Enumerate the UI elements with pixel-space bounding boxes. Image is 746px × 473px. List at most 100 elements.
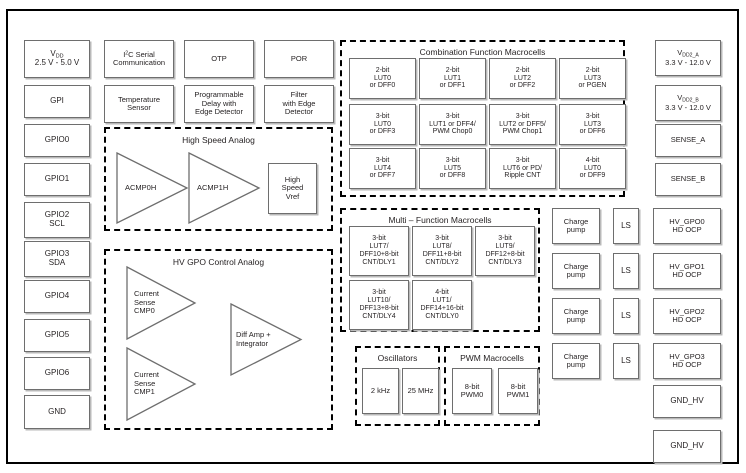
gpio5-block: GPIO5 [24, 319, 90, 352]
diff-amp-integrator-amplifier: Diff Amp + Integrator [230, 302, 303, 377]
charge-pump-3-line-1: Charge [563, 351, 589, 361]
cfm-2bit-lut0-line-1: 2-bit [375, 66, 390, 74]
hv-gpo3-line-1: HV_GPO3 [669, 351, 705, 361]
sense-b-block: SENSE_B [655, 163, 721, 196]
gpio3-line-1: GPIO3 [44, 249, 70, 259]
pwm0-line-1: 8-bit [464, 381, 480, 391]
osc-2khz-line-1: 2 kHz [370, 385, 391, 395]
charge-pump-0-line-1: Charge [563, 216, 589, 226]
cfm-3bit-lut0-line-1: 3-bit [375, 112, 390, 120]
hv-gpo0-line-1: HV_GPO0 [669, 216, 705, 226]
gpio3-line-2: SDA [48, 258, 66, 267]
pwm1-line-1: 8-bit [510, 381, 526, 391]
gpio2-line-1: GPIO2 [44, 210, 70, 220]
level-shifter-1-block: LS [613, 253, 639, 289]
vdd-line-1: VDD [50, 48, 64, 60]
vdd2b-line-2: 3.3 V - 12.0 V [665, 102, 711, 112]
otp-line-1: OTP [211, 53, 227, 63]
por-block: POR [264, 40, 334, 78]
current-sense-cmp1-comparator: Current Sense CMP1 [126, 346, 197, 422]
mfm-3bit-lut8-line-3: DFF11+8-bit [422, 251, 462, 258]
cfm-3bit-lut3-line-1: 3-bit [585, 112, 600, 120]
vref-line-1: High [284, 174, 301, 184]
cfm-2bit-lut1-line-3: or DFF1 [439, 82, 466, 90]
i2c-serial-communication-line-2: Communication [112, 58, 166, 67]
charge-pump-3-line-2: pump [566, 360, 586, 369]
diff-amp-line-2: Integrator [236, 338, 269, 348]
osc-25mhz-block: 25 MHz [402, 368, 439, 414]
cmp1-line-2: Sense [134, 378, 156, 388]
vdd2a-line-1: VDD2_A [677, 47, 699, 59]
cfm-3bit-lut6-line-3: Ripple CNT [504, 172, 541, 180]
por-line-1: POR [290, 53, 308, 63]
cfm-3bit-lut5-line-1: 3-bit [445, 156, 460, 164]
mfm-3bit-lut8-line-4: CNT/DLY2 [425, 258, 459, 266]
level-shifter-2-line-1: LS [621, 310, 631, 320]
mfm-3bit-lut9-line-2: LUT9/ [495, 243, 515, 251]
mfm-3bit-lut9-line-4: CNT/DLY3 [488, 258, 522, 266]
acmp1h-label: ACMP1H [197, 182, 229, 192]
cfm-3bit-lut3-line-2: LUT3 [583, 120, 602, 128]
cmp1-line-1: Current [134, 370, 160, 380]
cfm-3bit-lut6-line-1: 3-bit [515, 156, 530, 164]
pwm0-line-2: PWM0 [460, 390, 484, 399]
cmp0-line-1: Current [134, 289, 160, 299]
mfm-3bit-lut10-line-3: DFF13+8-bit [359, 305, 399, 312]
cfm-2bit-lut3-line-2: LUT3 [583, 74, 602, 82]
cfm-2bit-lut1-line-1: 2-bit [445, 66, 460, 74]
charge-pump-1-line-1: Charge [563, 261, 589, 271]
acmp0h-amplifier: ACMP0H [116, 151, 189, 225]
charge-pump-0-line-2: pump [566, 225, 586, 234]
sense-b-line-1: SENSE_B [670, 174, 706, 184]
gnd-hv-1-line-1: GND_HV [670, 441, 704, 451]
filter-with-edge-detector-line-2: with Edge [282, 98, 316, 108]
hv-gpo0-line-2: HD OCP [672, 225, 702, 234]
gpio6-block: GPIO6 [24, 357, 90, 390]
cfm-2bit-lut0-line-2: LUT0 [373, 74, 392, 82]
vref-line-2: Speed [281, 183, 304, 193]
cmp0-line-3: CMP0 [134, 306, 155, 316]
cfm-4bit-lut0-line-3: or DFF9 [579, 172, 606, 180]
cfm-3bit-lut4-line-3: or DFF7 [369, 172, 396, 180]
pwm-macrocells-title: PWM Macrocells [460, 353, 524, 363]
cfm-3bit-lut0-line-2: LUT0 [373, 120, 392, 128]
charge-pump-2-line-2: pump [566, 315, 586, 324]
acmp1h-amplifier: ACMP1H [188, 151, 261, 225]
filter-with-edge-detector-line-1: Filter [290, 90, 308, 100]
vdd2b-line-1: VDD2_B [677, 92, 699, 104]
hv-gpo3-line-2: HD OCP [672, 360, 702, 369]
gnd-hv-1-block: GND_HV [653, 430, 721, 463]
current-sense-cmp0-comparator: Current Sense CMP0 [126, 265, 197, 341]
cfm-3bit-lut5-line-3: or DFF8 [439, 172, 466, 180]
mfm-4bit-lut1-line-4: CNT/DLY0 [425, 312, 459, 320]
hv-gpo2-line-2: HD OCP [672, 315, 702, 324]
gpi-line-1: GPI [50, 96, 64, 106]
mfm-4bit-lut1-line-3: DFF14+16-bit [420, 305, 464, 312]
cfm-3bit-lut1-line-3: PWM Chop0 [432, 128, 473, 136]
i2c-serial-communication-line-1: I2C Serial [123, 49, 155, 59]
mfm-3bit-lut8-line-2: LUT8/ [432, 243, 452, 251]
acmp0h-label: ACMP0H [125, 182, 157, 192]
high-speed-vref-block: High Speed Vref [268, 163, 317, 214]
gpio6-line-1: GPIO6 [44, 368, 70, 378]
level-shifter-0-block: LS [613, 208, 639, 244]
gnd-hv-0-block: GND_HV [653, 385, 721, 418]
cmp0-line-2: Sense [134, 297, 156, 307]
